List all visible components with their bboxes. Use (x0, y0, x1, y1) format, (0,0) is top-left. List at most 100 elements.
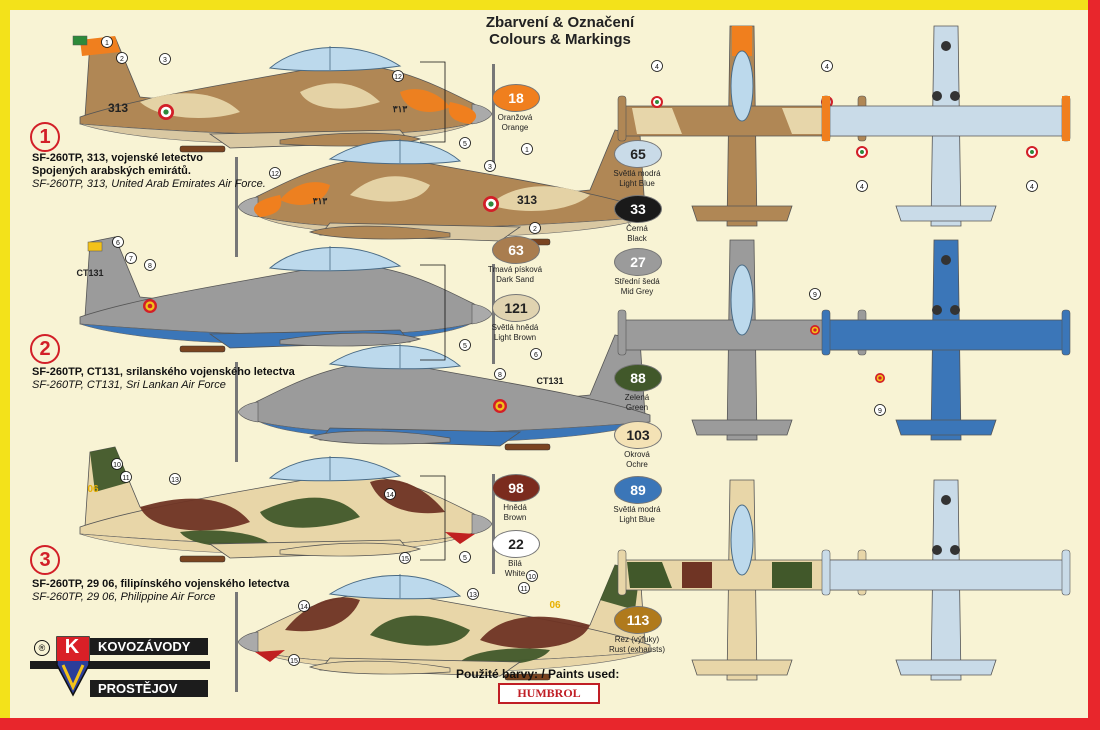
plan-camo-patch (1062, 96, 1070, 141)
callout-circle (530, 348, 542, 360)
spinner (471, 103, 493, 125)
callout-circle (399, 552, 411, 564)
plan-canopy (730, 264, 754, 336)
paint-swatch-98: 98 (492, 474, 540, 502)
callout-number: 5 (463, 141, 467, 148)
srilanka-plan-top (617, 239, 867, 441)
scheme-3-caption: SF-260TP, 29 06, filipínského vojenského… (32, 578, 289, 604)
camo-patch (480, 616, 590, 649)
callout-number: 2 (120, 56, 124, 63)
srilanka-wing-roundel-inner (813, 328, 817, 332)
callout-circle (1026, 180, 1038, 192)
callout-circle (459, 339, 471, 351)
callout-circle (125, 252, 137, 264)
header-title-en: Colours & Markings (489, 31, 631, 48)
plan-wing (825, 105, 1067, 137)
camo-patch (370, 615, 470, 646)
callout-number: 9 (878, 408, 882, 415)
camo-patch (180, 530, 270, 547)
paint-swatch-22: 22 (492, 530, 540, 558)
plan-wheel-right (950, 305, 960, 315)
canopy (268, 47, 402, 72)
callout-number: 1 (525, 147, 529, 154)
callout-number: 8 (148, 263, 152, 270)
uae-profile-right-side (235, 129, 651, 257)
scheme-1-line2: Spojených arabských emirátů. (32, 165, 191, 177)
exhaust-pipe (179, 145, 226, 153)
plan-nose-wheel (941, 41, 951, 51)
plan-camo-patch (632, 108, 682, 134)
paint-swatch-113: 113 (614, 606, 662, 634)
uae-under-roundel-left-inner (860, 150, 864, 154)
plan-tailplane (691, 205, 793, 222)
callout-circle (169, 473, 181, 485)
paint-name-cz: Zelená (624, 393, 650, 402)
plan-nose-wheel (941, 255, 951, 265)
scheme-1-caption: SF-260TP, 313, vojenské letectvo Spojený… (32, 152, 266, 191)
camo-patch (140, 498, 250, 531)
prop-bracket (420, 61, 446, 143)
callout-number: 14 (386, 492, 394, 499)
camo-patch (90, 447, 130, 492)
paint-name-cz: Světlá hnědá (491, 323, 539, 332)
callout-circle (111, 458, 123, 470)
callout-number: 5 (463, 343, 467, 350)
scheme-3-number: 3 (30, 545, 60, 575)
logo-stripe (30, 661, 210, 669)
callout-circle (651, 60, 663, 72)
uae-nose-orange (448, 102, 477, 124)
uae-wing-roundel-left-inner (655, 100, 659, 104)
callout-circle (288, 654, 300, 666)
callout-circle (159, 53, 171, 65)
plan-camo-patch (627, 562, 672, 588)
paint-label-113: Rez (výfuky)Rust (exhausts) (592, 635, 682, 655)
callout-circle (856, 180, 868, 192)
plan-tiptank-left (617, 95, 627, 142)
scheme-3-line-en: SF-260TP, 29 06, Philippine Air Force (32, 591, 216, 603)
srilanka-serial-fin-right: CT131 (536, 376, 563, 386)
paint-name-en: Rust (exhausts) (608, 645, 666, 654)
paint-name-cz: Oranžová (497, 113, 533, 122)
plan-tiptank-left (821, 549, 831, 596)
camo-patch (285, 597, 360, 632)
callout-number: 7 (129, 256, 133, 263)
plan-tailplane (895, 205, 997, 222)
kovozavody-shield-icon (56, 636, 90, 697)
callout-circle (120, 471, 132, 483)
plan-wheel-left (932, 91, 942, 101)
plan-tailplane (691, 419, 793, 436)
shark-mouth-right (255, 650, 285, 662)
propeller-blade (235, 592, 238, 692)
plan-canopy (730, 504, 754, 576)
scheme-2-caption: SF-260TP, CT131, srilanského vojenského … (32, 366, 295, 392)
paint-name-en: Light Brown (493, 333, 537, 342)
uae-plan-bottom (821, 25, 1071, 227)
callout-number: 15 (290, 658, 298, 665)
company-name-bottom: PROSTĚJOV (90, 680, 208, 697)
paint-name-cz: Tmavá písková (487, 265, 543, 274)
exhaust-pipe (504, 443, 551, 451)
scheme-1-number: 1 (30, 122, 60, 152)
paint-name-en: Black (627, 234, 647, 243)
paint-name-en: White (504, 569, 526, 578)
registered-mark: ® (34, 640, 50, 656)
plan-canopy (730, 50, 754, 122)
propeller-blade (235, 157, 238, 257)
propeller-blade (492, 64, 495, 164)
company-name-top: KOVOZÁVODY (90, 638, 208, 655)
callout-circle (484, 160, 496, 172)
srilanka-plan-bottom (821, 239, 1071, 441)
callout-circle (459, 137, 471, 149)
camo-patch (400, 89, 450, 112)
callout-number: 4 (1030, 184, 1034, 191)
paint-name-cz: Světlá modrá (613, 505, 661, 514)
tip-tank (279, 332, 422, 347)
plan-wheel-left (932, 305, 942, 315)
callout-number: 9 (813, 292, 817, 299)
